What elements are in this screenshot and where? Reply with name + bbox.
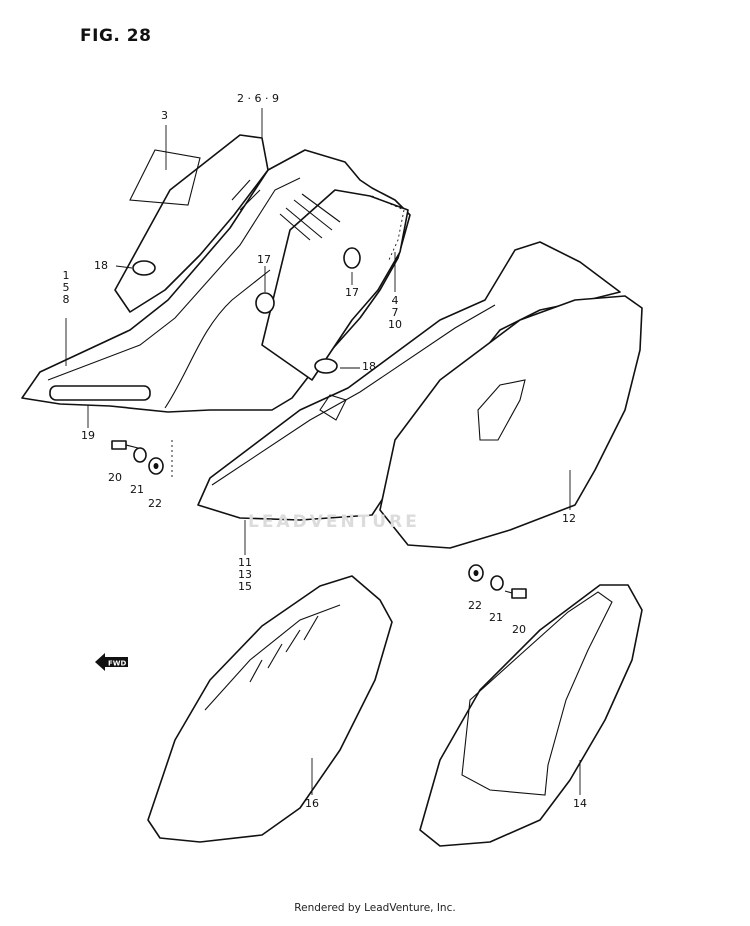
leader-lines — [65, 108, 581, 795]
fwd-label: FWD — [108, 660, 127, 668]
callout-16: 16 — [305, 797, 319, 810]
side-panel — [379, 295, 643, 549]
grommets — [132, 247, 361, 374]
footer-credit: Rendered by LeadVenture, Inc. — [294, 902, 456, 914]
callout-22-right: 22 — [468, 599, 482, 612]
callout-21-right: 21 — [489, 611, 503, 624]
callout-19: 19 — [81, 429, 95, 442]
callout-11-13-15: 11 13 15 — [238, 556, 252, 593]
callout-21-left: 21 — [130, 483, 144, 496]
callout-12: 12 — [562, 512, 576, 525]
callout-1-5-8: 1 5 8 — [62, 269, 70, 306]
callout-20-left: 20 — [108, 471, 122, 484]
callout-4-7-10: 4 7 10 — [388, 294, 402, 331]
watermark-text: LEADVENTURE — [248, 512, 420, 532]
callout-17-right: 17 — [345, 286, 359, 299]
fwd-arrow-icon: FWD — [95, 653, 128, 671]
callout-18-right: 18 — [362, 360, 376, 373]
frame-cover-right — [197, 241, 621, 521]
callout-20-right: 20 — [512, 623, 526, 636]
callout-22-left: 22 — [148, 497, 162, 510]
figure-title: FIG. 28 — [80, 26, 152, 46]
callout-17-left: 17 — [257, 253, 271, 266]
hardware-left — [111, 440, 173, 480]
callout-2-6-9: 2 · 6 · 9 — [237, 92, 279, 105]
lower-cover-right — [419, 584, 643, 847]
inner-panel — [261, 189, 409, 381]
callout-3: 3 — [161, 109, 168, 122]
hardware-right — [468, 564, 527, 599]
lower-cover-left — [147, 575, 393, 843]
callout-18-left: 18 — [94, 259, 108, 272]
callout-14: 14 — [573, 797, 587, 810]
